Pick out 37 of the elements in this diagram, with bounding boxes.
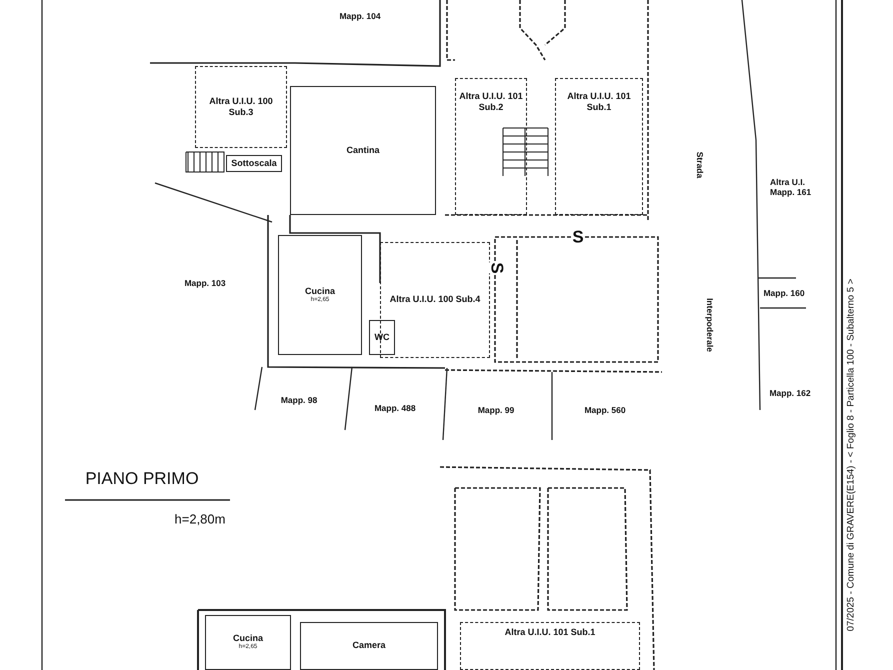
parcel-label: Mapp. 160 (763, 288, 805, 298)
room-label: Altra U.I.U. 100 Sub.4 (390, 294, 480, 306)
room-label: Cucina (304, 286, 335, 296)
floor-heading: PIANO PRIMO (85, 469, 199, 489)
room (369, 320, 395, 355)
room (195, 66, 287, 148)
room-label: WC (374, 332, 390, 344)
stair-mark: S (572, 228, 584, 246)
parcel-label: Mapp. 99 (478, 405, 514, 415)
road-label: Strada (695, 152, 705, 178)
room-label: Altra U.I.U. 101 Sub.2 (458, 91, 524, 114)
parcel-label: Mapp. 162 (769, 388, 811, 398)
parcel-label: Mapp. 488 (374, 403, 416, 413)
parcel-label: Mapp. 560 (584, 405, 626, 415)
room (455, 78, 527, 215)
room (278, 235, 362, 355)
parcel-label: Mapp. 104 (339, 11, 381, 21)
road-label: Interpoderale (705, 298, 715, 352)
room (226, 155, 282, 172)
room (460, 622, 640, 670)
room-label: Altra U.I.U. 100 Sub.3 (208, 96, 274, 118)
room (205, 615, 291, 670)
room-label: Cantina (346, 144, 380, 156)
stair-mark: S (488, 262, 506, 274)
parcel-label: Mapp. 98 (280, 395, 318, 405)
room (300, 622, 438, 670)
room (555, 78, 643, 215)
parcel-label: Altra U.I. Mapp. 161 (770, 177, 812, 197)
room-label: Altra U.I.U. 101 Sub.1 (504, 627, 596, 638)
floor-height: h=2,80m (174, 512, 226, 526)
margin-note: 07/2025 - Comune di GRAVERE(E154) - < Foglio 8 - Particella 100 - Subalterno 5 > (846, 278, 856, 632)
room-label: Sottoscala (231, 158, 277, 170)
room-label: Camera (352, 640, 386, 652)
room (290, 86, 436, 215)
parcel-label: Mapp. 103 (184, 278, 226, 288)
room-label: Cucina (232, 633, 263, 644)
room-label: Altra U.I.U. 101 Sub.1 (566, 91, 632, 114)
